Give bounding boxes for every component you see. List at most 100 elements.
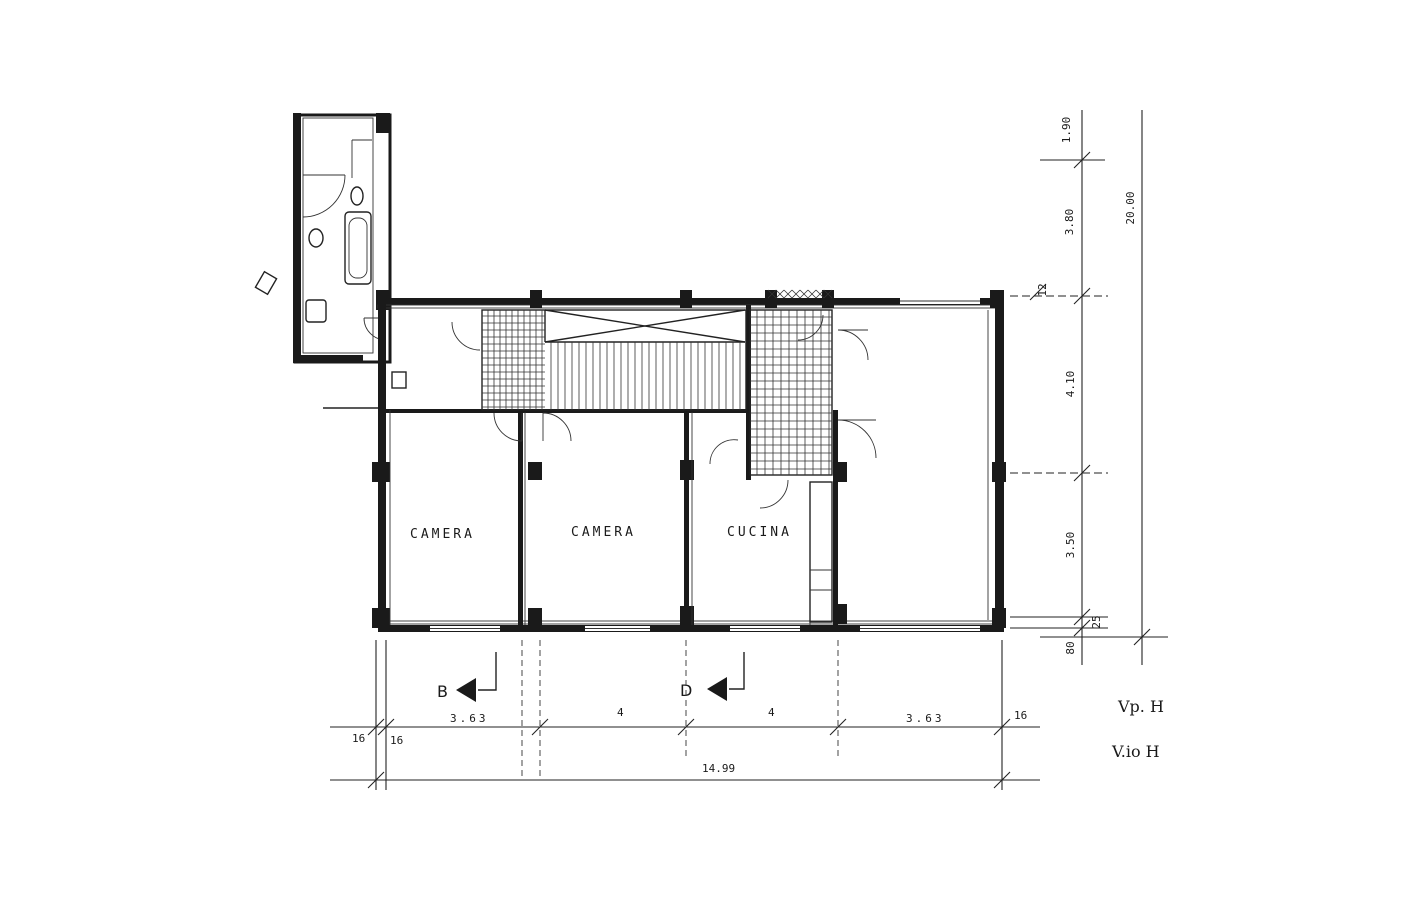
wall-bottom	[378, 625, 1003, 632]
doors	[451, 314, 877, 509]
column	[833, 462, 847, 482]
dimension-tick	[993, 718, 1011, 736]
note-line: V.io H	[1111, 742, 1160, 761]
room-label-camera: CAMERA	[571, 525, 636, 540]
notes: Vp. H V.io H	[1111, 697, 1164, 761]
landing-grid-line	[791, 289, 801, 299]
dimension-tick	[367, 718, 385, 736]
landing-grid-line	[783, 289, 793, 299]
landing-grid-line	[823, 289, 833, 299]
section-arrow-stem	[729, 652, 745, 690]
toilet	[350, 186, 364, 206]
bottom-dimensions: 16 16 3.63 4 4 3.63 16 14.99	[330, 640, 1040, 790]
landing-grid-line	[767, 289, 777, 299]
room-labels: CAMERA CAMERA CUCINA	[410, 525, 792, 542]
dimension-tick	[1073, 619, 1091, 637]
column	[530, 290, 542, 308]
dimension-value: 4	[617, 706, 624, 719]
section-arrow-stem	[478, 652, 497, 691]
dimension-value: 3.50	[1064, 532, 1077, 559]
dimension-value: 4.10	[1064, 371, 1077, 398]
bathroom-wall-left	[293, 113, 301, 363]
dimension-tick	[829, 718, 847, 736]
door-swing	[837, 419, 877, 459]
dimension-tick	[677, 718, 695, 736]
dimension-value: 3.80	[1063, 209, 1076, 236]
door-swing	[542, 412, 572, 442]
section-mark-label: B	[437, 682, 448, 701]
column	[528, 608, 542, 626]
room-label-camera: CAMERA	[410, 527, 475, 542]
main-walls	[323, 290, 1006, 632]
landing-grid-line	[807, 289, 817, 299]
column	[833, 604, 847, 624]
column	[680, 460, 694, 480]
bathroom-door-swing	[302, 174, 346, 218]
dimension-value: 3.63	[906, 712, 945, 725]
corridor-wall	[386, 409, 751, 413]
bathtub	[344, 211, 372, 285]
kitchen-counter	[809, 481, 833, 623]
fixture	[391, 371, 407, 389]
door-swing	[759, 479, 789, 509]
dimension-value: 16	[390, 734, 403, 747]
dimension-value: 16	[352, 732, 365, 745]
door-swing	[709, 439, 739, 465]
column	[680, 606, 694, 626]
partition-cucina	[833, 410, 838, 632]
right-dimensions: 1.90 3.80 4.10 3.50 25 80 12 20.00	[1010, 110, 1168, 665]
column	[765, 290, 777, 308]
dimension-total: 14.99	[702, 762, 735, 775]
room-label-cucina: CUCINA	[727, 525, 792, 540]
dimension-tick	[377, 718, 395, 736]
dimension-total: 20.00	[1124, 191, 1137, 224]
bathroom-wall-bottom	[293, 355, 363, 363]
dimension-tick	[1073, 151, 1091, 169]
stair-treads	[482, 310, 741, 410]
column	[822, 290, 834, 308]
section-marks: B D	[437, 652, 745, 702]
landing-grid	[750, 289, 833, 475]
partition-camera-2	[684, 410, 689, 632]
dimension-value: 16	[1014, 709, 1027, 722]
column	[992, 608, 1006, 628]
stair-cross	[544, 309, 746, 343]
dimension-tick	[1073, 287, 1091, 305]
bathtub-inner	[348, 217, 368, 279]
column	[372, 462, 390, 482]
dimension-value: 12	[1036, 283, 1049, 296]
door-swing	[451, 321, 481, 351]
hatched-landing	[749, 309, 833, 476]
dimension-tick	[1133, 628, 1151, 646]
door-swing	[797, 314, 824, 341]
section-arrow	[707, 677, 727, 701]
sink	[305, 299, 327, 323]
column	[680, 290, 692, 308]
note-line: Vp. H	[1117, 697, 1164, 716]
bathroom-column-top	[376, 113, 390, 133]
dimension-tick	[1029, 283, 1047, 301]
dimension-tick	[1073, 608, 1091, 626]
landing-grid-line	[775, 289, 785, 299]
stair-wall	[746, 305, 751, 480]
dimension-value: 4	[768, 706, 775, 719]
partition-camera-1	[518, 410, 523, 632]
column	[528, 462, 542, 480]
landing-grid-line	[815, 289, 825, 299]
stairs	[481, 289, 833, 476]
bidet	[308, 228, 324, 248]
column	[372, 608, 390, 628]
dimension-tick	[367, 771, 385, 789]
dimension-value: 80	[1064, 641, 1077, 654]
bathroom-annex	[254, 113, 392, 364]
column	[992, 462, 1006, 482]
dimension-value: 25	[1090, 615, 1103, 628]
column	[990, 290, 1004, 308]
dimension-tick	[993, 771, 1011, 789]
bathroom-inner-line	[302, 117, 374, 354]
dimension-value: 1.90	[1060, 117, 1073, 144]
door-swing	[493, 412, 523, 442]
detached-fixture	[254, 270, 278, 296]
